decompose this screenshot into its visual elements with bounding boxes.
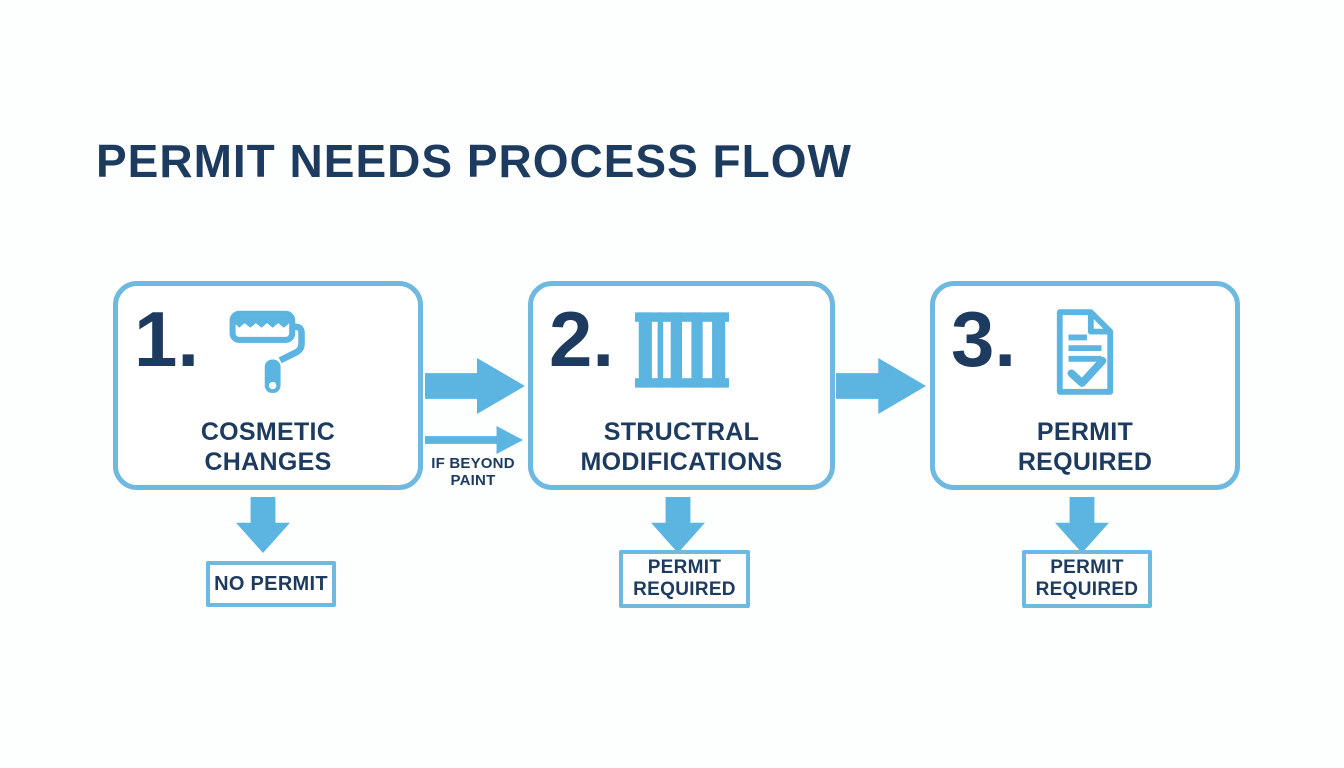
arrow-step1-to-step2 [425,358,525,414]
document-check-icon [1052,308,1118,396]
arrow-down-step3-outcome [1055,497,1109,553]
step-label-line2: MODIFICATIONS [580,447,783,476]
step-number-3: 3. [951,295,1017,383]
step-label-line2: CHANGES [204,447,332,476]
connector-label-line1: IF BEYOND [431,455,515,472]
step-label-permit-required: PERMIT REQUIRED [935,418,1235,477]
step-number-2: 2. [549,295,615,383]
step-label-cosmetic-changes: COSMETIC CHANGES [118,418,418,477]
outcome-label-line2: REQUIRED [633,579,736,600]
arrow-if-beyond-paint [425,426,523,454]
step-label-line1: PERMIT [1036,418,1134,446]
outcome-box-no-permit: NO PERMIT [206,561,336,607]
outcome-label-line2: REQUIRED [1035,579,1139,600]
step-box-permit-required: 3. PERMIT REQUIRED [930,281,1240,490]
step-label-line1: COSMETIC [200,418,336,446]
arrow-down-step2-outcome [651,497,705,553]
outcome-label-line1: PERMIT [1050,557,1124,579]
page-title: PERMIT NEEDS PROCESS FLOW [96,135,852,187]
outcome-label: NO PERMIT [214,572,328,595]
arrow-down-step1-outcome [236,497,290,553]
step-number-1: 1. [134,295,200,383]
connector-label-if-beyond-paint: IF BEYOND PAINT [413,455,533,490]
step-label-line1: STRUCTRAL [603,418,760,446]
paint-roller-icon [227,308,309,396]
outcome-label-line1: PERMIT [647,557,722,579]
fence-icon [634,308,729,392]
connector-label-line2: PAINT [450,472,496,490]
step-box-cosmetic-changes: 1. COSMETIC CHANGES [113,281,423,490]
step-label-line2: REQUIRED [1017,447,1153,476]
step-box-structural-modifications: 2. STRUCTRAL MODIFICATIONS [528,281,835,490]
arrow-step2-to-step3 [836,358,926,414]
step-label-structural-modifications: STRUCTRAL MODIFICATIONS [533,418,830,477]
